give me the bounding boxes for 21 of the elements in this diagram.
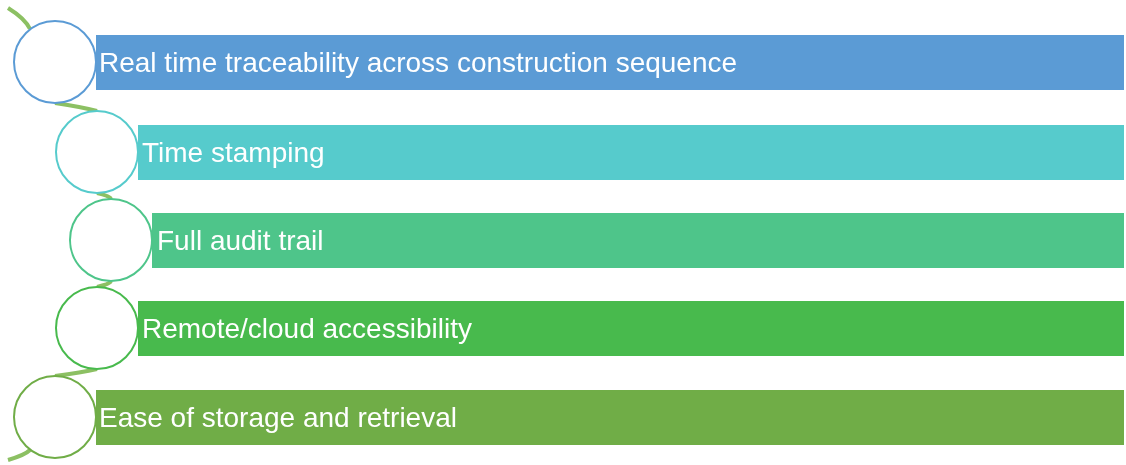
bar-text: Remote/cloud accessibility <box>142 312 472 346</box>
list-bar <box>96 35 1124 90</box>
bullet-circle <box>13 20 97 104</box>
bar-text: Time stamping <box>142 136 325 170</box>
list-bar <box>96 390 1124 445</box>
curved-line <box>96 279 113 289</box>
bullet-circle <box>69 198 153 282</box>
bar-text: Real time traceability across construction sequence <box>99 46 738 80</box>
curved-line <box>7 448 32 462</box>
bar-text: Full audit trail <box>157 224 324 258</box>
curved-line <box>6 6 32 30</box>
list-bar <box>138 301 1124 356</box>
curved-line <box>54 101 98 113</box>
bullet-circle <box>55 110 139 194</box>
bar-text: Ease of storage and retrieval <box>99 401 457 435</box>
bullet-circle <box>13 375 97 459</box>
list-bar <box>138 125 1124 180</box>
curved-line <box>54 367 98 378</box>
bullet-circle <box>55 286 139 370</box>
curved-line <box>96 191 113 201</box>
list-bar <box>152 213 1124 268</box>
